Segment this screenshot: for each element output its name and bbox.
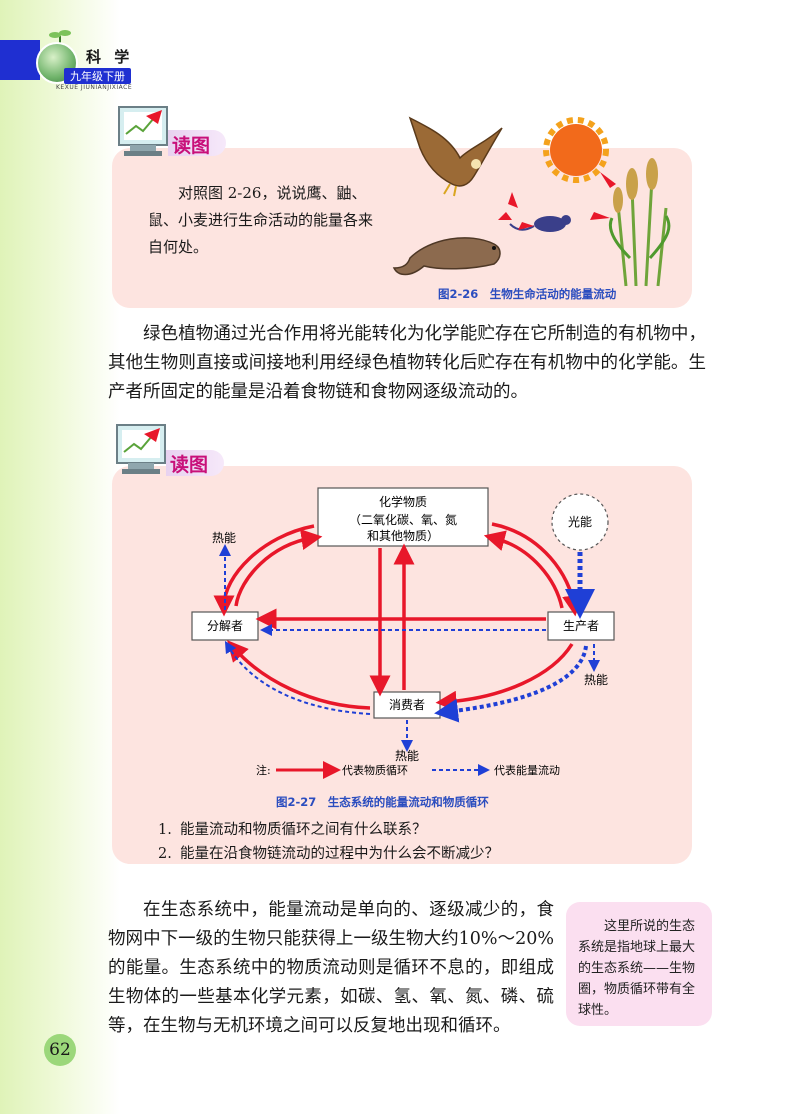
header-pinyin: KEXUE JIUNIANJIXIACE (56, 84, 133, 91)
heat-decomposer-label: 热能 (212, 531, 236, 545)
legend-energy-label: 代表能量流动 (494, 763, 560, 777)
weasel-icon (392, 237, 501, 276)
chem-line-1: 化学物质 (379, 494, 427, 509)
read-label-bar-2 (166, 450, 224, 476)
sun-to-wheat-arrow (600, 172, 616, 188)
chemical-substances-box (317, 487, 489, 547)
mouse-to-eagle-arrow (508, 192, 518, 208)
paragraph-2: 在生态系统中，能量流动是单向的、逐级减少的，食物网中下一级的生物只能获得上一级生… (108, 900, 554, 1036)
energy-flow-illustration (392, 116, 671, 287)
figure-2-27-caption: 图2-27 生态系统的能量流动和物质循环 (276, 795, 489, 809)
legend-note: 注: (256, 763, 271, 777)
ecosystem-cycle-diagram: 化学物质 （二氧化碳、氧、氮 和其他物质） 光能 分解者 生产者 消费者 热能 … (191, 487, 615, 779)
heat-consumer-label: 热能 (395, 749, 419, 763)
material-cycle-arrows (213, 522, 584, 712)
decomposer-label: 分解者 (207, 619, 243, 633)
consumer-label: 消费者 (389, 698, 425, 712)
chem-line-2: （二氧化碳、氧、氮 (349, 512, 457, 527)
wheat-to-mouse-arrow (590, 212, 610, 220)
monitor-chart-icon-2 (116, 424, 166, 474)
question-item-1: 1.能量流动和物质循环之间有什么联系？ (158, 822, 427, 838)
read-figure-label-1: 读图 (172, 135, 211, 157)
light-energy-label: 光能 (568, 515, 592, 529)
header-subject: 科 学 (86, 48, 134, 66)
chem-line-3: 和其他物质） (367, 529, 439, 543)
header-grade: 九年级下册 (64, 68, 131, 84)
energy-flow-arrows (219, 544, 600, 752)
wheat-icon (608, 158, 671, 287)
read-figure-label-2: 读图 (170, 454, 209, 476)
side-note: 这里所说的生态系统是指地球上最大的生态系统——生物圈，物质循环带有全球性。 (566, 902, 712, 1026)
sprout-icon (49, 30, 71, 46)
reading1-question: 对照图 2-26，说说鹰、鼬、鼠、小麦进行生命活动的能量各来自何处。 (148, 184, 374, 256)
light-energy-circle (551, 493, 609, 551)
question-list: 1.能量流动和物质循环之间有什么联系？ 2.能量在沿食物链流动的过程中为什么会不… (158, 818, 499, 866)
sun-icon (543, 117, 609, 183)
read-label-bar-1 (168, 130, 226, 156)
left-margin-strip (0, 0, 120, 1114)
heat-producer-label: 热能 (584, 673, 608, 687)
arrow-split-down (498, 212, 512, 220)
illustration-arrows (498, 172, 616, 230)
globe-logo-icon (36, 42, 78, 84)
monitor-chart-icon (118, 106, 168, 156)
paragraph-1: 绿色植物通过光合作用将光能转化为化学能贮存在它所制造的有机物中，其他生物则直接或… (108, 324, 706, 402)
page-number: 62 (44, 1034, 76, 1066)
question-item-2: 2.能量在沿食物链流动的过程中为什么会不断减少？ (158, 846, 499, 862)
producer-label: 生产者 (563, 619, 599, 633)
mouse-icon (509, 215, 571, 232)
eagle-icon (408, 116, 503, 197)
legend-matter-label: 代表物质循环 (342, 763, 408, 777)
mouse-to-weasel-arrow (518, 222, 534, 230)
figure-2-26-caption: 图2-26 生物生命活动的能量流动 (438, 287, 617, 301)
header-color-bar (0, 40, 40, 80)
